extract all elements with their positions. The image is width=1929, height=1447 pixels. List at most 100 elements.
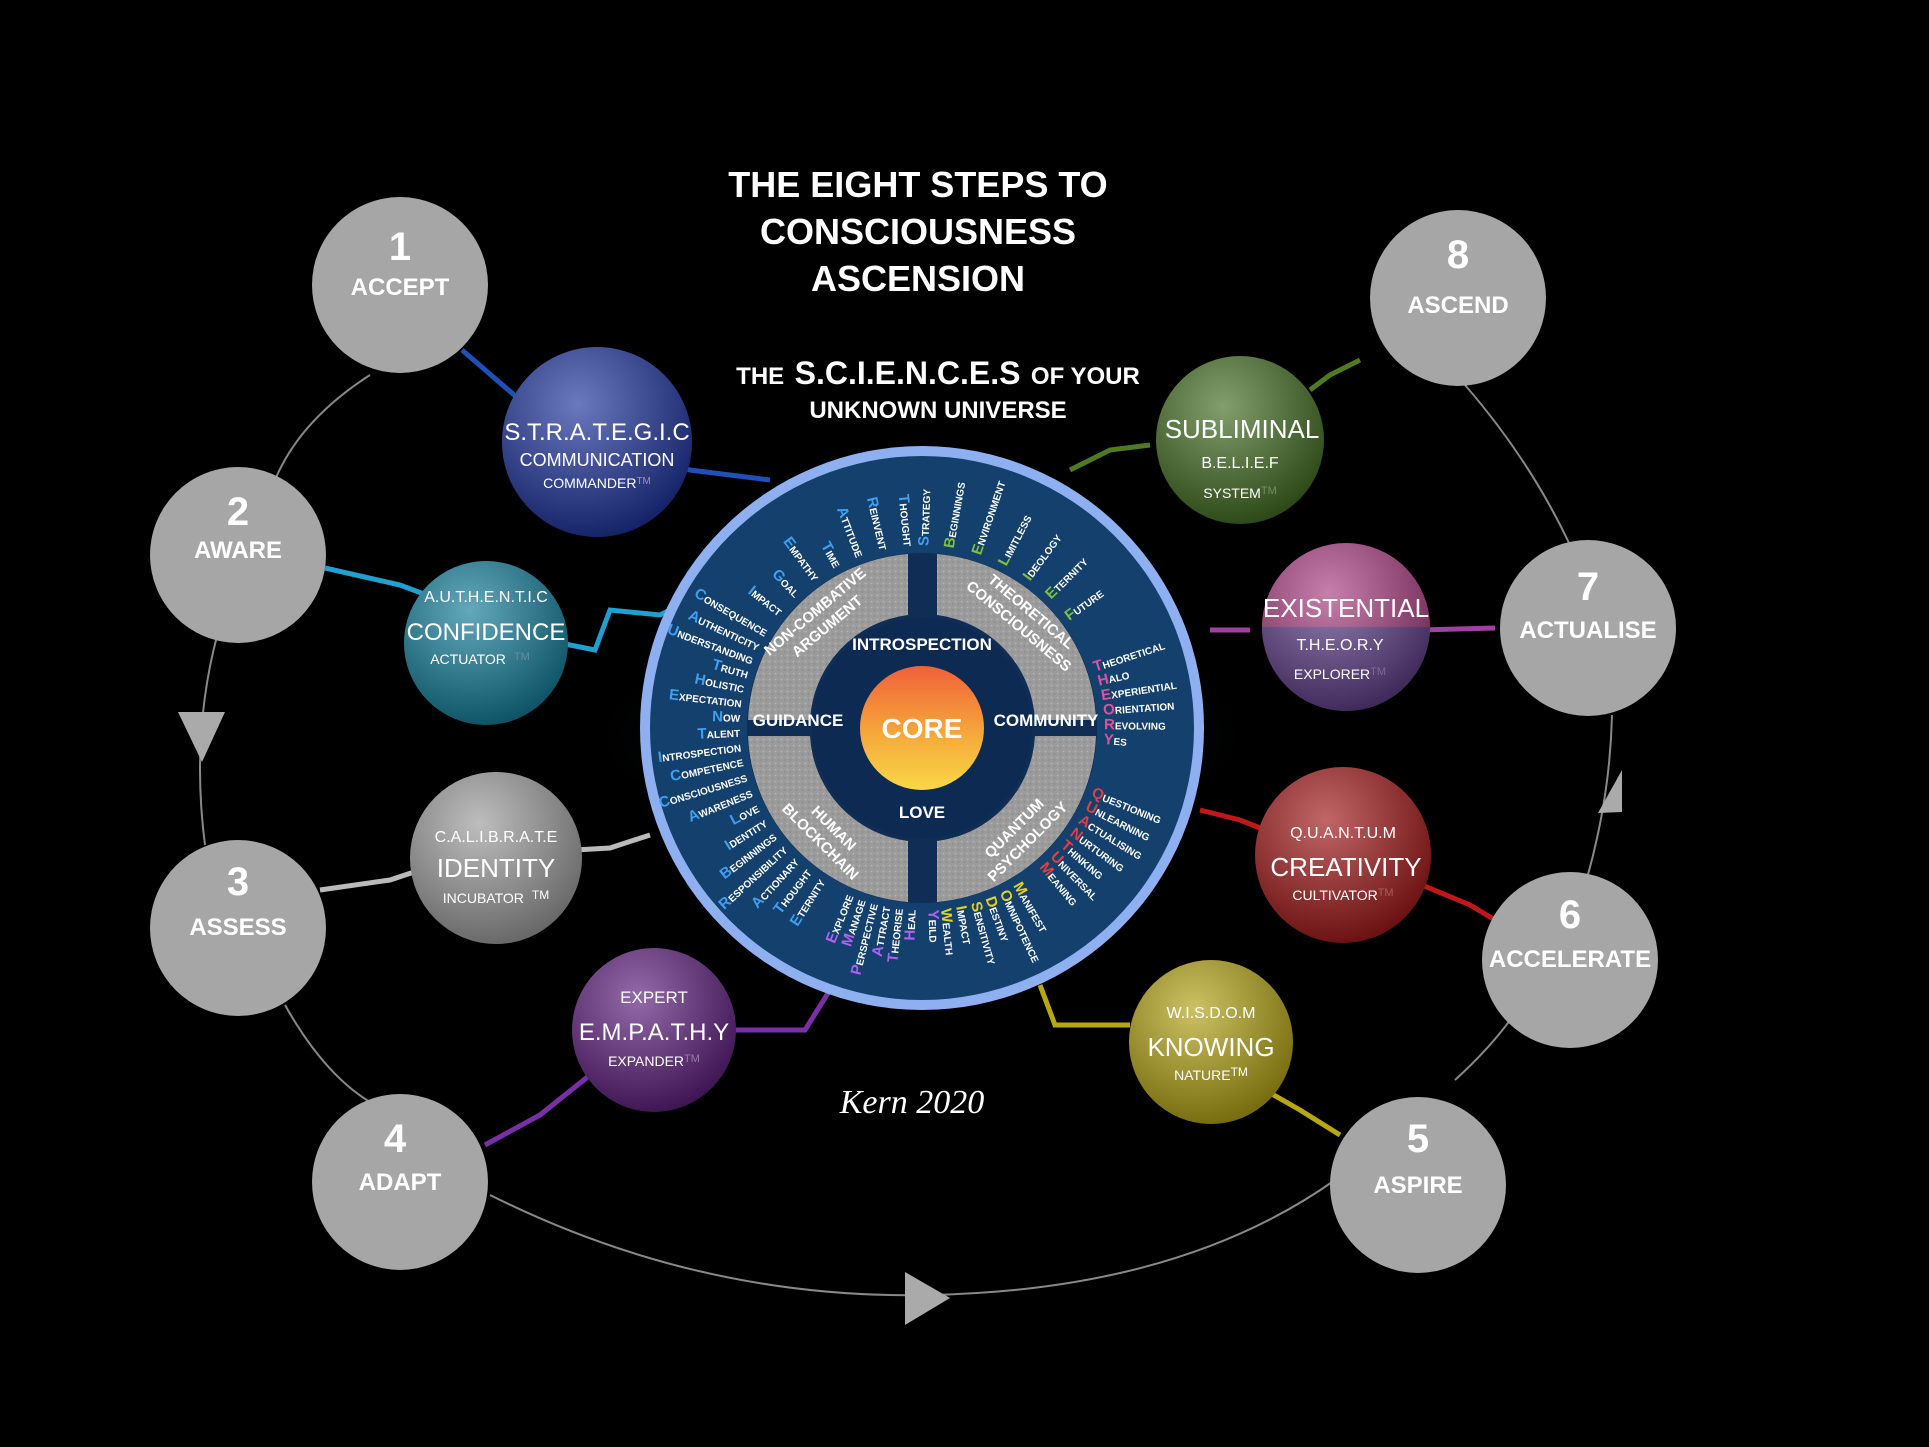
satellite-calibrate[interactable]: C.A.L.I.B.R.A.T.E IDENTITY INCUBATOR TM <box>410 772 582 944</box>
signature: Kern 2020 <box>839 1084 985 1121</box>
satellite-empathy-role-text: EXPANDER <box>608 1053 684 1069</box>
ring-word-strategic: THOUGHT <box>895 493 917 547</box>
satellite-quantum-main: CREATIVITY <box>1270 852 1421 882</box>
satellite-authentic-role: ACTUATOR TM <box>430 651 530 667</box>
satellite-quantum-top: Q.U.A.N.T.U.M <box>1290 825 1396 842</box>
step-7-label: ACTUALISE <box>1519 617 1656 644</box>
satellite-wisdom-role: NATURETM <box>1174 1065 1248 1083</box>
satellite-quantum-tm: TM <box>1378 887 1394 899</box>
ring-word-theory: ORIENTATION <box>1103 697 1175 719</box>
step-3-label: ASSESS <box>189 914 286 941</box>
ring-word-authentic: TALENT <box>697 724 740 743</box>
core-label: CORE <box>882 713 963 744</box>
satellite-strategic-role: COMMANDERTM <box>543 475 651 491</box>
step-circles: 1 ACCEPT 2 AWARE 3 ASSESS 4 ADAPT 5 ASPI… <box>150 197 1676 1273</box>
core-wheel <box>640 446 1204 1010</box>
guidance-label: GUIDANCE <box>753 711 844 730</box>
step-8-label: ASCEND <box>1407 292 1508 319</box>
satellite-strategic-sub: COMMUNICATION <box>520 450 675 470</box>
step-2[interactable]: 2 AWARE <box>150 467 326 643</box>
ring-word-authentic: NOW <box>712 708 741 726</box>
step-1-number: 1 <box>389 225 411 269</box>
satellite-wisdom-tm: TM <box>1231 1065 1248 1079</box>
satellite-authentic-role-text: ACTUATOR <box>430 651 506 667</box>
orbit-arrow-left <box>178 712 225 762</box>
satellite-strategic-main: S.T.R.A.T.E.G.I.C <box>504 419 689 446</box>
satellite-subliminal-sub: B.E.L.I.E.F <box>1201 455 1279 472</box>
satellite-quantum-role: CULTIVATORTM <box>1292 887 1393 903</box>
satellite-existential-role: EXPLORERTM <box>1294 666 1386 682</box>
quadrant-top-left <box>748 554 908 720</box>
subtitle-sciences: S.C.I.E.N.C.E.S <box>795 355 1021 391</box>
step-2-label: AWARE <box>194 537 282 564</box>
satellite-strategic[interactable]: S.T.R.A.T.E.G.I.C COMMUNICATION COMMANDE… <box>502 347 692 537</box>
love-label: LOVE <box>899 803 945 822</box>
satellite-empathy[interactable]: EXPERT E.M.P.A.T.H.Y EXPANDERTM <box>572 948 736 1112</box>
step-6-number: 6 <box>1559 893 1581 937</box>
title-line-2: CONSCIOUSNESS <box>760 211 1076 252</box>
satellite-authentic[interactable]: A.U.T.H.E.N.T.I.C CONFIDENCE ACTUATOR TM <box>404 561 568 725</box>
step-8[interactable]: 8 ASCEND <box>1370 210 1546 386</box>
step-4[interactable]: 4 ADAPT <box>312 1094 488 1270</box>
satellite-existential-tm: TM <box>1370 666 1386 678</box>
step-7[interactable]: 7 ACTUALISE <box>1500 540 1676 716</box>
satellite-subliminal-tm: TM <box>1261 485 1277 497</box>
ring-word-empathy: THEORISE <box>884 907 907 963</box>
satellite-authentic-main: CONFIDENCE <box>407 619 566 646</box>
step-6[interactable]: 6 ACCELERATE <box>1482 872 1658 1048</box>
step-1[interactable]: 1 ACCEPT <box>312 197 488 373</box>
satellite-wisdom[interactable]: W.I.S.D.O.M KNOWING NATURETM <box>1129 960 1293 1124</box>
step-1-label: ACCEPT <box>351 274 450 301</box>
orbit-arrow-bottom <box>905 1272 950 1325</box>
title-line-1: THE EIGHT STEPS TO <box>728 164 1107 205</box>
connector-lines <box>319 348 1497 1148</box>
ring-word-theory: YES <box>1103 731 1128 750</box>
satellite-calibrate-role-text: INCUBATOR <box>443 890 524 906</box>
satellite-subliminal-role: SYSTEMTM <box>1203 485 1276 501</box>
step-3[interactable]: 3 ASSESS <box>150 840 326 1016</box>
step-4-number: 4 <box>384 1117 407 1161</box>
quadrant-bottom-right <box>937 736 1096 902</box>
ring-word-strategic: STRATEGY <box>915 488 934 546</box>
quadrant-bottom-left <box>748 736 908 902</box>
satellite-authentic-top: A.U.T.H.E.N.T.I.C <box>424 589 548 606</box>
ring-word-theory: HALO <box>1096 666 1131 690</box>
satellite-calibrate-tm: TM <box>532 888 549 902</box>
satellite-quantum[interactable]: Q.U.A.N.T.U.M CREATIVITY CULTIVATORTM <box>1255 767 1431 943</box>
satellite-authentic-tm: TM <box>514 651 530 663</box>
step-3-number: 3 <box>227 860 249 904</box>
step-8-number: 8 <box>1447 233 1469 277</box>
subtitle-the: THE <box>736 363 784 390</box>
satellite-empathy-tm: TM <box>684 1053 700 1065</box>
step-6-label: ACCELERATE <box>1489 946 1651 973</box>
satellite-existential[interactable]: EXISTENTIAL T.H.E.O.R.Y EXPLORERTM <box>1262 543 1430 711</box>
core-sun <box>860 666 984 790</box>
satellite-empathy-top: EXPERT <box>620 988 688 1007</box>
satellite-existential-sub: T.H.E.O.R.Y <box>1296 637 1383 654</box>
satellite-calibrate-top: C.A.L.I.B.R.A.T.E <box>435 829 558 846</box>
subtitle-line-2: UNKNOWN UNIVERSE <box>809 397 1066 424</box>
step-4-label: ADAPT <box>359 1169 442 1196</box>
subtitle-line-1: THE S.C.I.E.N.C.E.S OF YOUR <box>736 355 1140 391</box>
ring-word-empathy: HEAL <box>902 909 920 940</box>
satellite-existential-role-text: EXPLORER <box>1294 666 1370 682</box>
step-5-number: 5 <box>1407 1117 1429 1161</box>
introspection-label: INTROSPECTION <box>852 635 992 654</box>
satellite-strategic-tm: TM <box>636 476 650 487</box>
satellite-wisdom-main: KNOWING <box>1147 1032 1274 1062</box>
satellite-strategic-role-text: COMMANDER <box>543 475 636 491</box>
satellite-existential-main: EXISTENTIAL <box>1263 593 1429 623</box>
quadrant-top-right <box>937 554 1096 720</box>
satellite-calibrate-main: IDENTITY <box>437 853 555 883</box>
satellite-quantum-role-text: CULTIVATOR <box>1292 887 1377 903</box>
satellite-subliminal-main: SUBLIMINAL <box>1165 414 1320 444</box>
ring-word-empathy: YEILD <box>924 909 942 942</box>
satellite-subliminal[interactable]: SUBLIMINAL B.E.L.I.E.F SYSTEMTM <box>1156 356 1324 524</box>
step-7-number: 7 <box>1577 565 1599 609</box>
step-5[interactable]: 5 ASPIRE <box>1330 1097 1506 1273</box>
satellite-calibrate-role: INCUBATOR TM <box>443 888 549 906</box>
ring-word-wisdom: WEALTH <box>937 908 959 956</box>
ring-word-theory: REVOLVING <box>1104 716 1166 733</box>
community-label: COMMUNITY <box>994 711 1099 730</box>
